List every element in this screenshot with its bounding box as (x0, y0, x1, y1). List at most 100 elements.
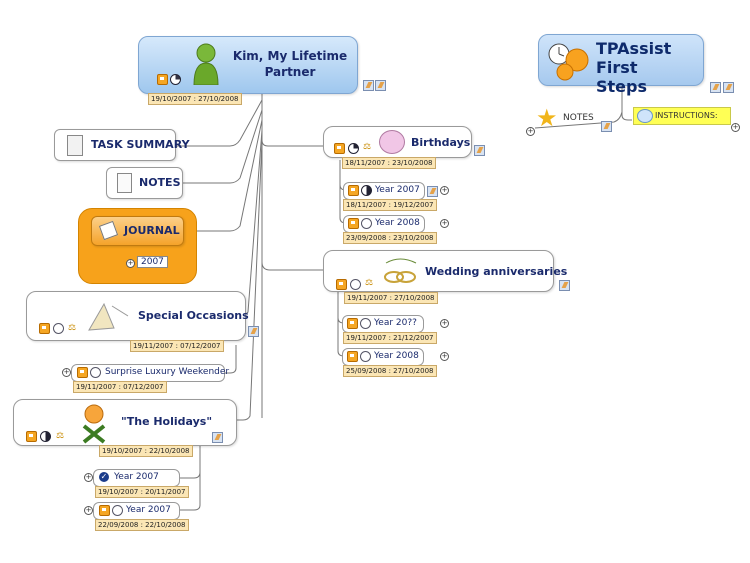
notes-label: NOTES (139, 176, 181, 189)
holidays-item-label: Year 2007 (126, 505, 171, 515)
link-icon[interactable] (375, 80, 386, 91)
attachment-icon[interactable] (363, 80, 374, 91)
expand-button[interactable]: + (84, 506, 93, 515)
progress-icon (90, 367, 101, 378)
holidays-date: 19/10/2007 : 22/10/2008 (99, 445, 193, 457)
task-summary-label: TASK SUMMARY (91, 138, 190, 151)
special-occasions-label: Special Occasions (138, 309, 249, 322)
central-date: 19/10/2007 : 27/10/2008 (148, 93, 242, 105)
priority-icon (157, 74, 168, 85)
birthdays-item-date: 23/09/2008 : 23/10/2008 (343, 232, 437, 244)
chat-bubble-icon (637, 109, 653, 123)
priority-icon (26, 431, 37, 442)
wedding-topic[interactable]: ⚖ Wedding anniversaries (323, 250, 567, 292)
scales-icon: ⚖ (56, 431, 65, 441)
priority-icon (99, 505, 110, 516)
notes-topic[interactable]: NOTES (106, 167, 183, 199)
special-occasions-topic[interactable]: ⚖ Special Occasions (26, 291, 249, 341)
expand-button[interactable]: + (526, 127, 535, 136)
expand-button[interactable]: + (62, 368, 71, 377)
holidays-item-label: Year 2007 (114, 472, 159, 482)
wedding-label: Wedding anniversaries (425, 265, 568, 278)
progress-icon (53, 323, 64, 334)
link-icon[interactable] (474, 145, 485, 156)
expand-button[interactable]: + (440, 352, 449, 361)
link-icon[interactable] (559, 280, 570, 291)
progress-icon (170, 74, 181, 85)
link-icon[interactable] (248, 326, 259, 337)
holidays-item-date: 22/09/2008 : 22/10/2008 (95, 519, 189, 531)
priority-icon (336, 279, 347, 290)
expand-button[interactable]: + (440, 186, 449, 195)
expand-button[interactable]: + (84, 473, 93, 482)
link-icon[interactable] (212, 432, 223, 443)
special-occasions-date: 19/11/2007 : 07/12/2007 (130, 340, 224, 352)
party-icon (88, 302, 129, 331)
priority-icon (347, 351, 358, 362)
cake-icon (379, 130, 405, 154)
progress-icon (350, 279, 361, 290)
birthdays-item[interactable]: Year 2008 (343, 215, 425, 233)
central-title: Kim, My Lifetime Partner (232, 49, 348, 79)
wedding-item[interactable]: Year 20?? (342, 315, 424, 333)
instructions-box[interactable]: INSTRUCTIONS: (633, 107, 731, 125)
surprise-label: Surprise Luxury Weekender (105, 367, 230, 377)
holidays-item-date: 19/10/2007 : 20/11/2007 (95, 486, 189, 498)
priority-icon (334, 143, 345, 154)
birthdays-date: 18/11/2007 : 23/10/2008 (342, 157, 436, 169)
expand-button[interactable]: + (440, 219, 449, 228)
gears-icon (548, 43, 589, 81)
holidays-topic[interactable]: ⚖ "The Holidays" (13, 399, 237, 446)
progress-icon (360, 351, 371, 362)
wedding-item-label: Year 20?? (374, 318, 417, 328)
scales-icon: ⚖ (365, 278, 374, 288)
tpassist-notes[interactable]: NOTES (563, 113, 594, 123)
progress-icon (348, 143, 359, 154)
wedding-item[interactable]: Year 2008 (342, 348, 424, 366)
wedding-date: 19/11/2007 : 27/10/2008 (344, 292, 438, 304)
priority-icon (348, 218, 359, 229)
progress-icon (361, 218, 372, 229)
holiday-icon (82, 404, 106, 444)
birthdays-topic[interactable]: ⚖ Birthdays (323, 126, 472, 158)
priority-icon (77, 367, 88, 378)
holidays-item[interactable]: ✓ Year 2007 (93, 469, 180, 487)
surprise-date: 19/11/2007 : 07/12/2007 (73, 381, 167, 393)
expand-button[interactable]: + (440, 319, 449, 328)
central-topic[interactable]: Kim, My Lifetime Partner (138, 36, 358, 94)
journal-year[interactable]: 2007 (137, 256, 168, 268)
journal-topic[interactable]: JOURNAL (91, 216, 184, 246)
progress-icon (112, 505, 123, 516)
tpassist-title: TPAssist First Steps (596, 39, 672, 96)
birthdays-item-label: Year 2008 (375, 218, 420, 228)
scales-icon: ⚖ (363, 142, 372, 152)
ie-icon[interactable] (710, 82, 721, 93)
link-icon[interactable] (427, 186, 438, 197)
priority-icon (39, 323, 50, 334)
holidays-item[interactable]: Year 2007 (93, 502, 180, 520)
surprise-topic[interactable]: Surprise Luxury Weekender (71, 364, 229, 382)
wedding-item-label: Year 2008 (374, 351, 419, 361)
journal-label: JOURNAL (124, 224, 180, 237)
link-icon[interactable] (723, 82, 734, 93)
clipboard-icon (67, 135, 83, 156)
progress-icon (40, 431, 51, 442)
progress-icon (361, 185, 372, 196)
wedding-item-date: 19/11/2007 : 21/12/2007 (343, 332, 437, 344)
birthdays-item-date: 18/11/2007 : 19/12/2007 (343, 199, 437, 211)
ie-icon[interactable] (601, 121, 612, 132)
holidays-label: "The Holidays" (121, 415, 213, 428)
expand-button[interactable]: + (731, 123, 740, 132)
task-summary-topic[interactable]: TASK SUMMARY (54, 129, 190, 161)
progress-icon (360, 318, 371, 329)
expand-button[interactable]: + (126, 259, 135, 268)
priority-icon (347, 318, 358, 329)
pencil-icon (98, 220, 119, 241)
birthdays-item[interactable]: Year 2007 (343, 182, 425, 200)
check-icon: ✓ (99, 472, 109, 482)
scales-icon: ⚖ (68, 323, 77, 333)
tpassist-topic[interactable]: TPAssist First Steps (538, 34, 704, 96)
wedding-item-date: 25/09/2008 : 27/10/2008 (343, 365, 437, 377)
rings-icon (384, 258, 417, 283)
priority-icon (348, 185, 359, 196)
